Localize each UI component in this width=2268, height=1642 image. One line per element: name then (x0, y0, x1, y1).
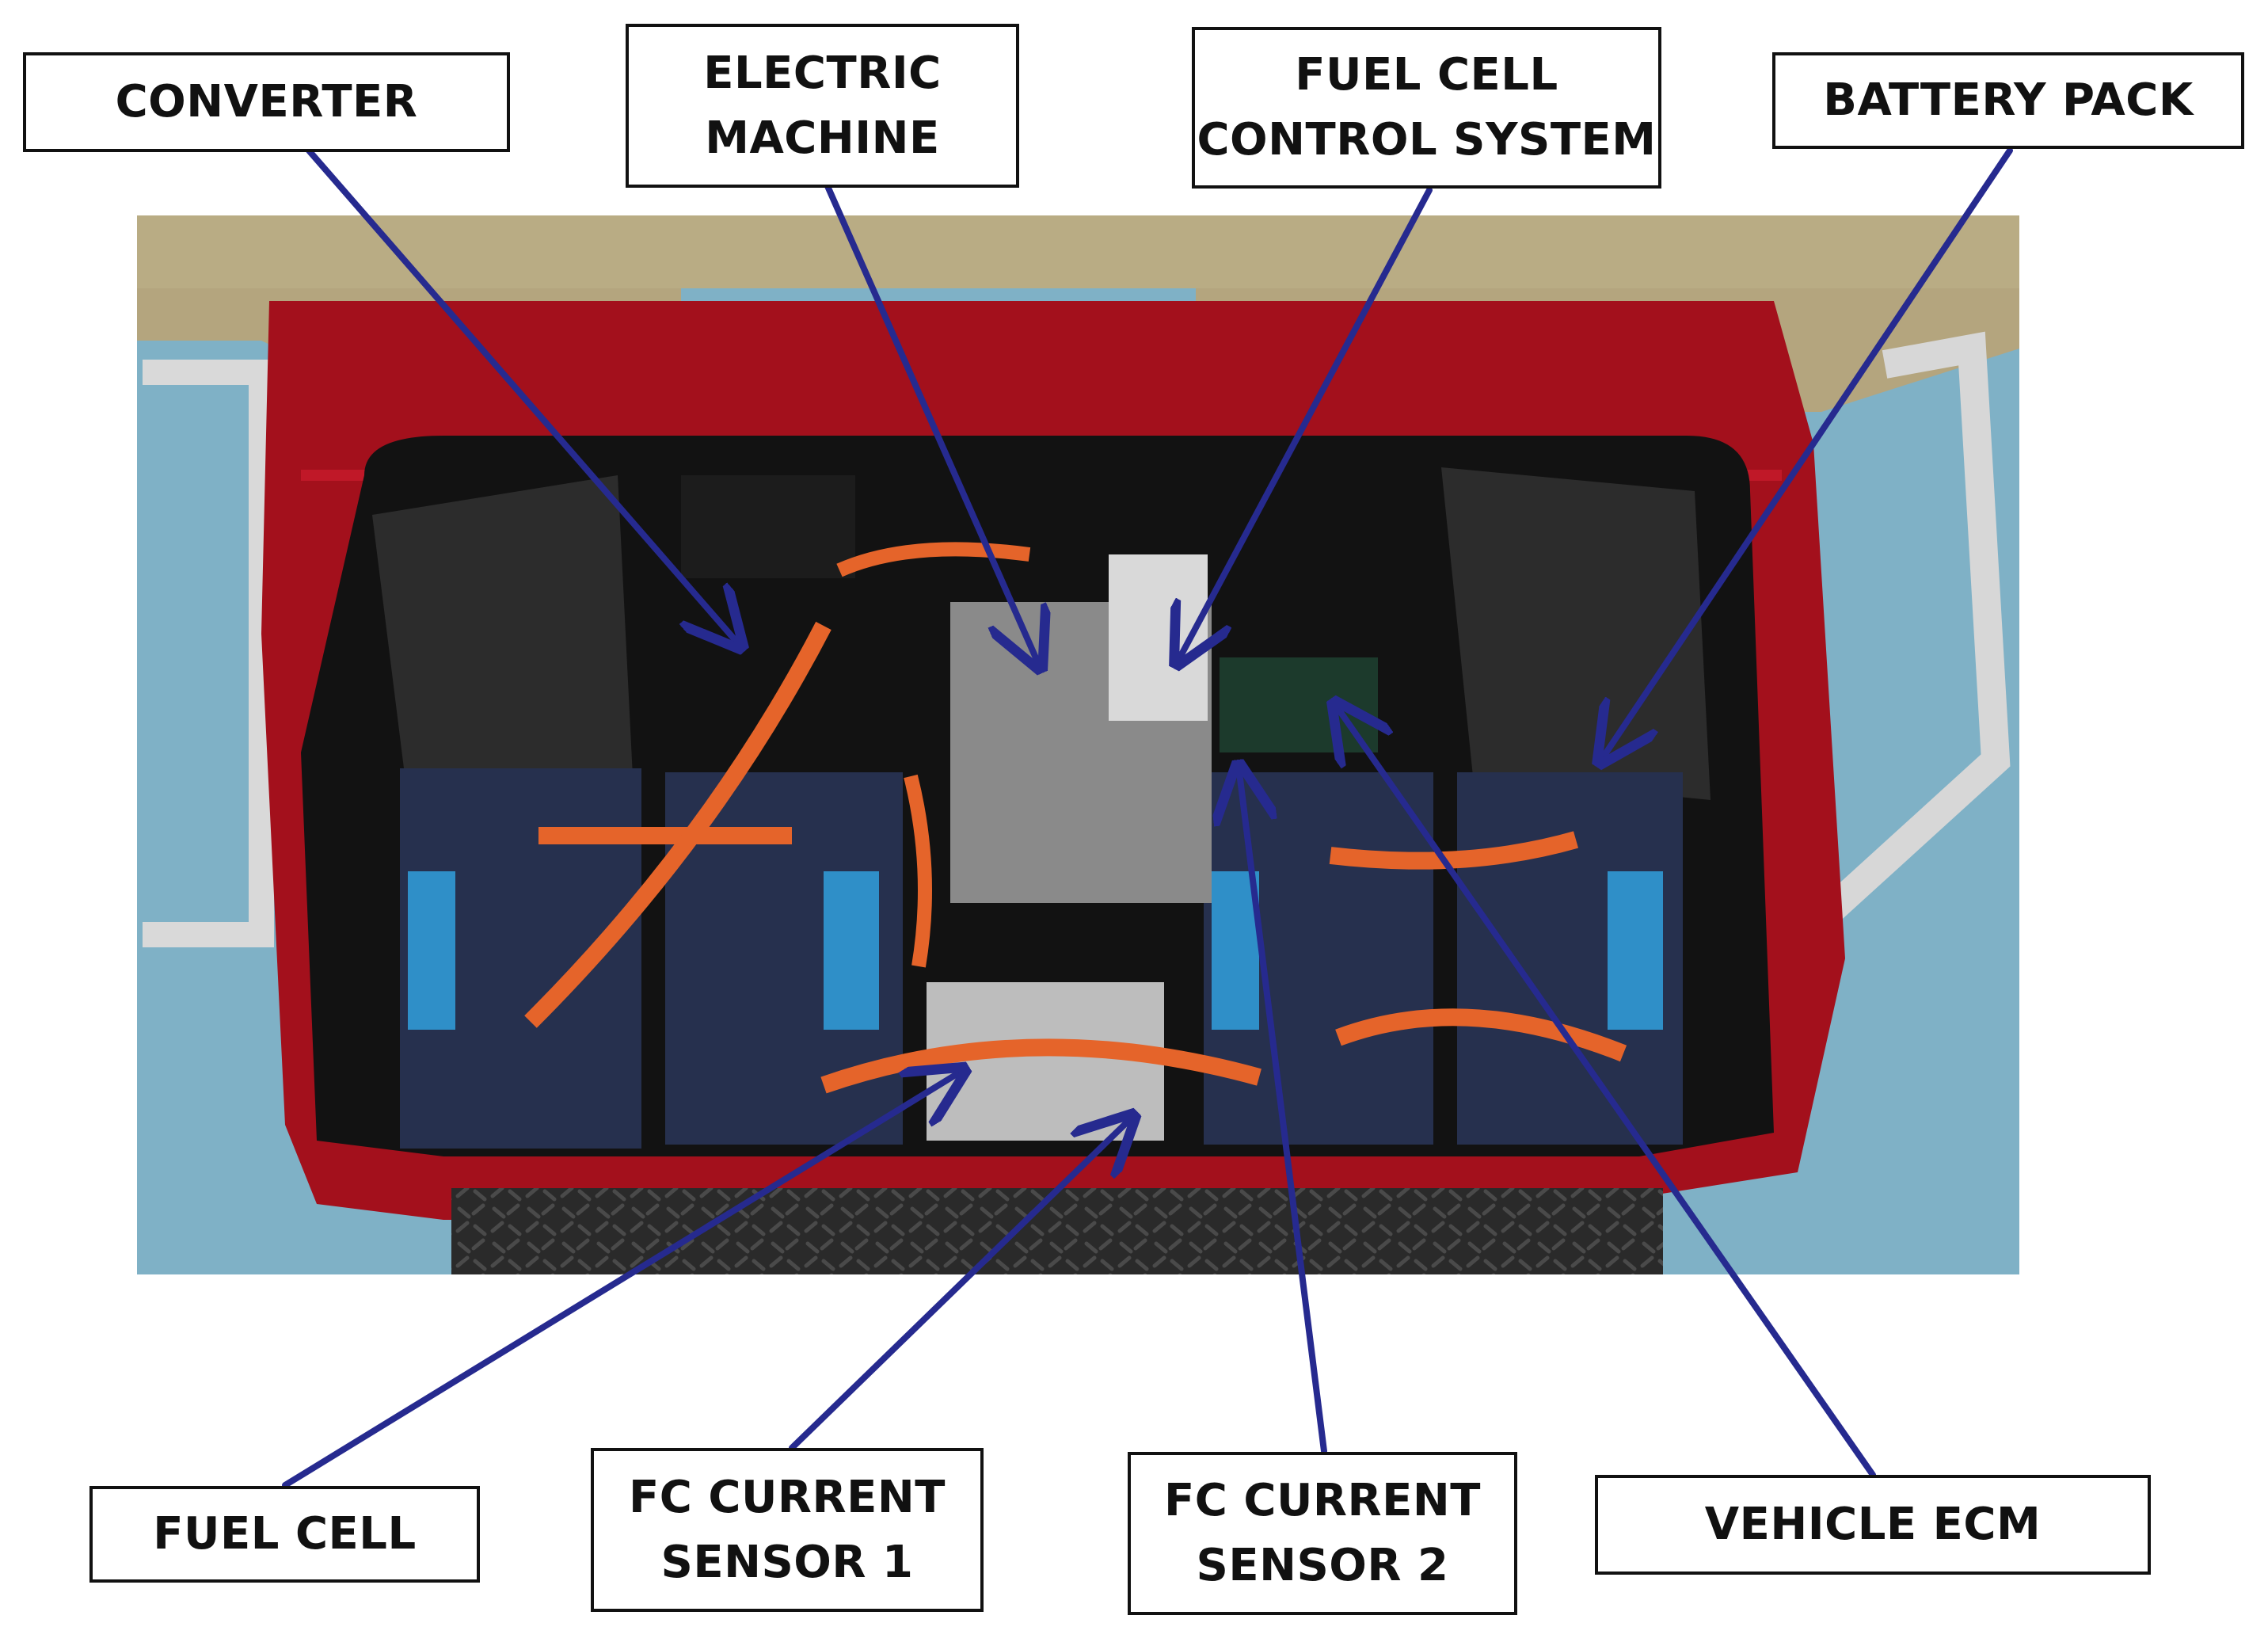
arrow-converter (306, 147, 736, 642)
label-line: FUEL CELL (1295, 49, 1558, 101)
cable-6 (836, 542, 1031, 577)
arrow-fc-current-sensor-1 (789, 1121, 1128, 1451)
label-line: VEHICLE ECM (1704, 1499, 2042, 1550)
cable-4 (1329, 831, 1579, 870)
label-fuel-cell-control-system: FUEL CELL CONTROL SYSTEM (1192, 27, 1661, 189)
label-line: BATTERY PACK (1823, 74, 2194, 126)
label-fuel-cell: FUEL CELL (89, 1486, 480, 1583)
battery-label-1 (408, 871, 455, 1030)
seat-back (137, 215, 2019, 288)
label-line: MACHINE (705, 112, 940, 164)
cart-photo (137, 215, 2019, 1274)
converter-unit (681, 475, 855, 578)
right-rail (1811, 331, 2011, 930)
cable-7 (904, 774, 932, 968)
label-battery-pack: BATTERY PACK (1772, 52, 2244, 149)
arrow-electric-machine (824, 183, 1037, 661)
label-fc-current-sensor-2: FC CURRENT SENSOR 2 (1128, 1452, 1517, 1615)
battery-label-4 (1608, 871, 1663, 1030)
left-wheel-well (372, 475, 634, 832)
label-line: FUEL CELL (153, 1508, 417, 1560)
battery-label-2 (824, 871, 879, 1030)
label-line: ELECTRIC (703, 47, 942, 99)
step-plate (451, 1188, 1663, 1274)
arrow-fc-current-sensor-2 (1239, 772, 1327, 1454)
battery-label-3 (1212, 871, 1259, 1030)
label-line: SENSOR 2 (1196, 1540, 1449, 1591)
label-line: FC CURRENT (629, 1471, 946, 1523)
left-rail (143, 360, 274, 947)
arrow-battery-pack (1604, 147, 2013, 756)
label-line: FC CURRENT (1164, 1475, 1481, 1526)
cable-5 (1335, 1008, 1627, 1062)
label-fc-current-sensor-1: FC CURRENT SENSOR 1 (591, 1448, 984, 1612)
arrow-fuel-cell (282, 1073, 958, 1488)
cable-3 (820, 1038, 1261, 1094)
arrow-fuel-cell-control-system (1180, 187, 1433, 657)
leader-arrows (282, 147, 2013, 1488)
label-line: CONVERTER (115, 76, 418, 128)
ecm-board (1220, 657, 1378, 752)
label-vehicle-ecm: VEHICLE ECM (1595, 1475, 2151, 1575)
label-line: CONTROL SYSTEM (1197, 114, 1657, 166)
label-line: SENSOR 1 (660, 1536, 914, 1588)
label-electric-machine: ELECTRIC MACHINE (626, 24, 1019, 188)
cable-2 (524, 621, 831, 1028)
arrow-vehicle-ecm (1338, 709, 1876, 1478)
label-converter: CONVERTER (23, 52, 510, 152)
right-wheel-well (1441, 467, 1711, 800)
